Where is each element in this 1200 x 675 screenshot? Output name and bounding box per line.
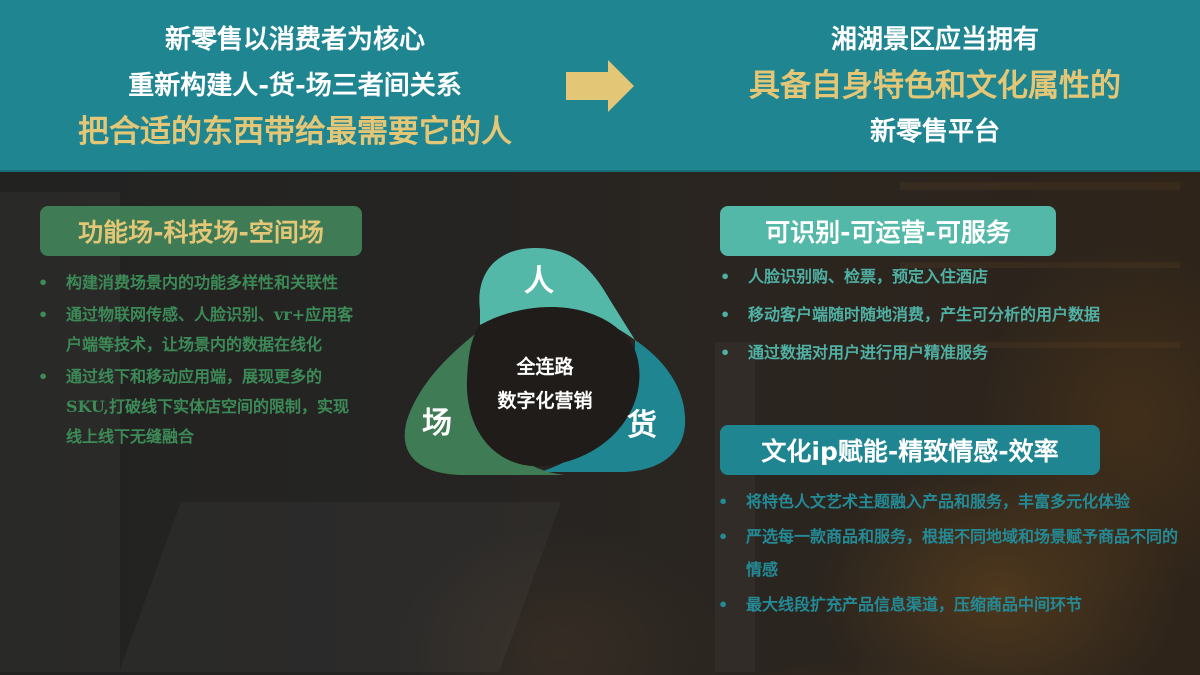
list-item: • 通过数据对用户进行用户精准服务 (720, 336, 1120, 369)
list-item-text: 将特色人文艺术主题融入产品和服务，丰富多元化体验 (746, 492, 1131, 511)
list-item: • 人脸识别购、检票，预定入住酒店 (720, 260, 1120, 293)
right-bottom-section-title: 文化ip赋能-精致情感-效率 (720, 425, 1100, 475)
list-item-text: 最大线段扩充产品信息渠道，压缩商品中间环节 (746, 595, 1083, 614)
arrow-right-icon (566, 60, 634, 112)
list-item: • 构建消费场景内的功能多样性和关联性 (38, 268, 358, 298)
header-left-line2: 重新构建人-货-场三者间关系 (128, 71, 462, 101)
list-item: • 将特色人文艺术主题融入产品和服务，丰富多元化体验 (718, 485, 1178, 518)
list-item-text: 移动客户端随时随地消费，产生可分析的用户数据 (748, 305, 1101, 324)
header-left-line3: 把合适的东西带给最需要它的人 (78, 114, 512, 150)
diagram-center-line1: 全连路 (516, 356, 574, 378)
bg-table (119, 502, 561, 672)
bullet-icon: • (718, 595, 729, 614)
list-item-text: 通过数据对用户进行用户精准服务 (748, 343, 989, 362)
list-item: • 移动客户端随时随地消费，产生可分析的用户数据 (720, 298, 1120, 331)
bullet-icon: • (38, 273, 49, 292)
left-bullet-list: • 构建消费场景内的功能多样性和关联性 • 通过物联网传感、人脸识别、vr+应用客户… (38, 268, 358, 454)
header-right-line3: 新零售平台 (869, 117, 1000, 147)
header-left-line1: 新零售以消费者为核心 (164, 25, 425, 55)
bullet-icon: • (720, 305, 731, 324)
bg-shelf-line (900, 262, 1180, 268)
list-item: • 严选每一款商品和服务，根据不同地域和场景赋予商品不同的情感 (718, 520, 1178, 586)
bullet-icon: • (38, 305, 49, 324)
bullet-icon: • (718, 492, 729, 511)
right-top-section-title: 可识别-可运营-可服务 (720, 206, 1056, 256)
bullet-icon: • (38, 367, 49, 386)
right-top-section-title-text: 可识别-可运营-可服务 (765, 218, 1011, 247)
right-bottom-section-title-text: 文化ip赋能-精致情感-效率 (761, 437, 1059, 466)
header-band: 新零售以消费者为核心 重新构建人-货-场三者间关系 把合适的东西带给最需要它的人… (0, 0, 1200, 172)
bg-shelf-line (900, 342, 1180, 348)
diagram-center-line2: 数字化营销 (497, 390, 593, 412)
list-item: • 通过线下和移动应用端，展现更多的SKU,打破线下实体店空间的限制，实现线上线下… (38, 362, 358, 452)
bg-shelf-line (900, 182, 1180, 190)
list-item-text: 通过物联网传感、人脸识别、vr+应用客户端等技术，让场景内的数据在线化 (66, 305, 354, 354)
list-item: • 最大线段扩充产品信息渠道，压缩商品中间环节 (718, 588, 1178, 621)
left-section-title-text: 功能场-科技场-空间场 (78, 218, 324, 247)
people-goods-place-diagram: 人 场 货 全连路 数字化营销 (395, 240, 695, 480)
list-item-text: 人脸识别购、检票，预定入住酒店 (748, 267, 989, 286)
list-item-text: 严选每一款商品和服务，根据不同地域和场景赋予商品不同的情感 (746, 527, 1179, 579)
right-top-bullet-list: • 人脸识别购、检票，预定入住酒店 • 移动客户端随时随地消费，产生可分析的用户数据… (720, 260, 1120, 374)
bullet-icon: • (718, 527, 729, 546)
list-item-text: 通过线下和移动应用端，展现更多的SKU,打破线下实体店空间的限制，实现线上线下无… (66, 367, 349, 446)
diagram-label-goods: 货 (627, 408, 657, 443)
three-lobe-diagram-icon (404, 248, 686, 475)
left-section-title: 功能场-科技场-空间场 (40, 206, 362, 256)
diagram-label-place: 场 (422, 406, 452, 441)
right-bottom-bullet-list: • 将特色人文艺术主题融入产品和服务，丰富多元化体验 • 严选每一款商品和服务，根据… (718, 485, 1178, 623)
header-right-line1: 湘湖景区应当拥有 (830, 25, 1039, 55)
header-left-block: 新零售以消费者为核心 重新构建人-货-场三者间关系 把合适的东西带给最需要它的人 (30, 0, 560, 172)
list-item: • 通过物联网传感、人脸识别、vr+应用客户端等技术，让场景内的数据在线化 (38, 300, 358, 360)
header-right-block: 湘湖景区应当拥有 具备自身特色和文化属性的 新零售平台 (690, 0, 1180, 172)
diagram-label-people: 人 (524, 264, 554, 299)
header-right-line2: 具备自身特色和文化属性的 (749, 68, 1121, 104)
list-item-text: 构建消费场景内的功能多样性和关联性 (66, 273, 339, 292)
bullet-icon: • (720, 343, 731, 362)
bullet-icon: • (720, 267, 731, 286)
diagram-center-label: 全连路 数字化营销 (470, 350, 620, 418)
